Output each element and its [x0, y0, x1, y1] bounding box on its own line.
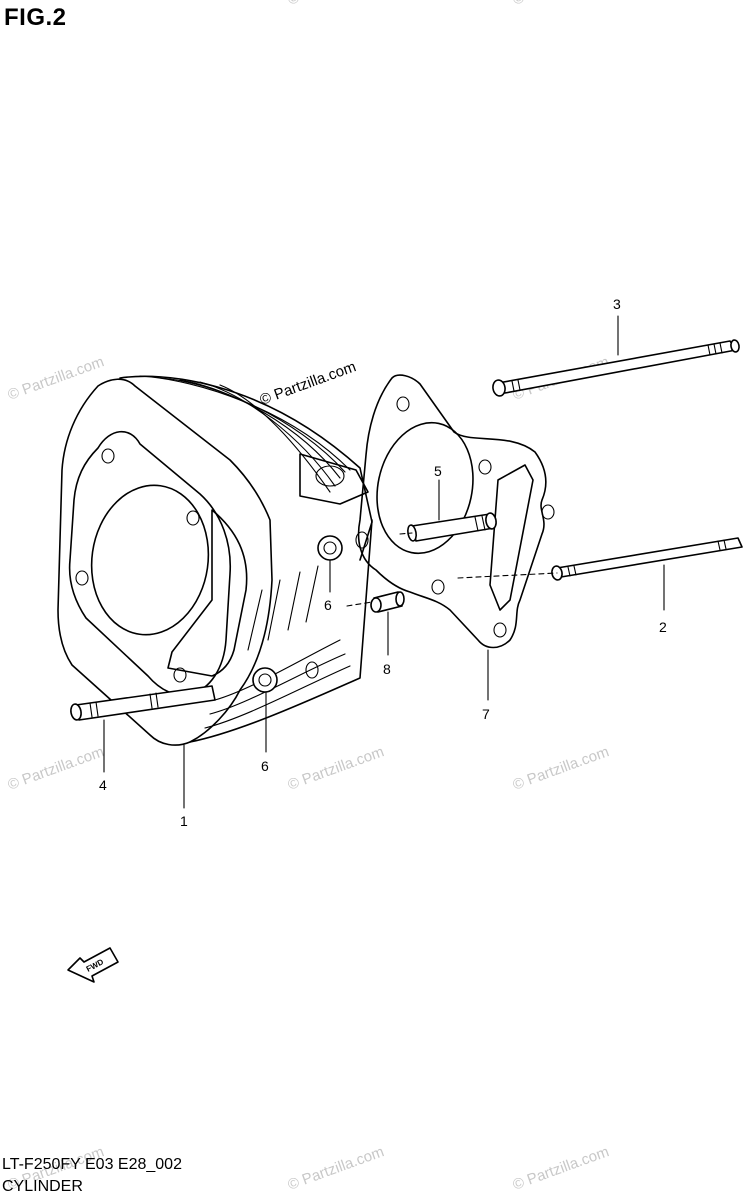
part-6-washer-lower [252, 667, 278, 693]
watermark-5: © Partzilla.com [6, 743, 107, 794]
callout-6-upper: 6 [324, 597, 332, 613]
part-1-cylinder [57, 375, 373, 746]
watermark-3: © Partzilla.com [6, 353, 107, 404]
watermark-6: © Partzilla.com [286, 743, 387, 794]
callout-8: 8 [383, 661, 391, 677]
part-5-stud [407, 512, 497, 542]
part-8-dowel [370, 591, 405, 613]
fwd-arrow-icon: FWD [67, 947, 119, 983]
watermark-9: © Partzilla.com [286, 1143, 387, 1194]
watermark-7: © Partzilla.com [511, 743, 612, 794]
copyright-main: © Partzilla.com [258, 358, 359, 409]
part-3-stud [492, 339, 740, 397]
watermark-1: © Partzilla.com [286, 0, 387, 9]
figure-label: FIG.2 [4, 4, 67, 31]
part-7-gasket [357, 374, 555, 649]
part-6-washer-upper [317, 535, 343, 561]
callout-4: 4 [99, 777, 107, 793]
callout-2: 2 [659, 619, 667, 635]
callout-5: 5 [434, 463, 442, 479]
watermark-2: © Partzilla.com [511, 0, 612, 9]
callout-labels: 3 2 5 6 8 7 4 6 1 [99, 296, 667, 829]
callout-3: 3 [613, 296, 621, 312]
leader-lines [103, 315, 665, 809]
part-4-stud [70, 685, 216, 721]
watermark-10: © Partzilla.com [511, 1143, 612, 1194]
diagram-code: LT-F250FY E03 E28_002 [2, 1156, 182, 1173]
callout-6-lower: 6 [261, 758, 269, 774]
callout-7: 7 [482, 706, 490, 722]
callout-1: 1 [180, 813, 188, 829]
diagram-name: CYLINDER [2, 1178, 83, 1195]
part-2-stud [551, 537, 743, 581]
